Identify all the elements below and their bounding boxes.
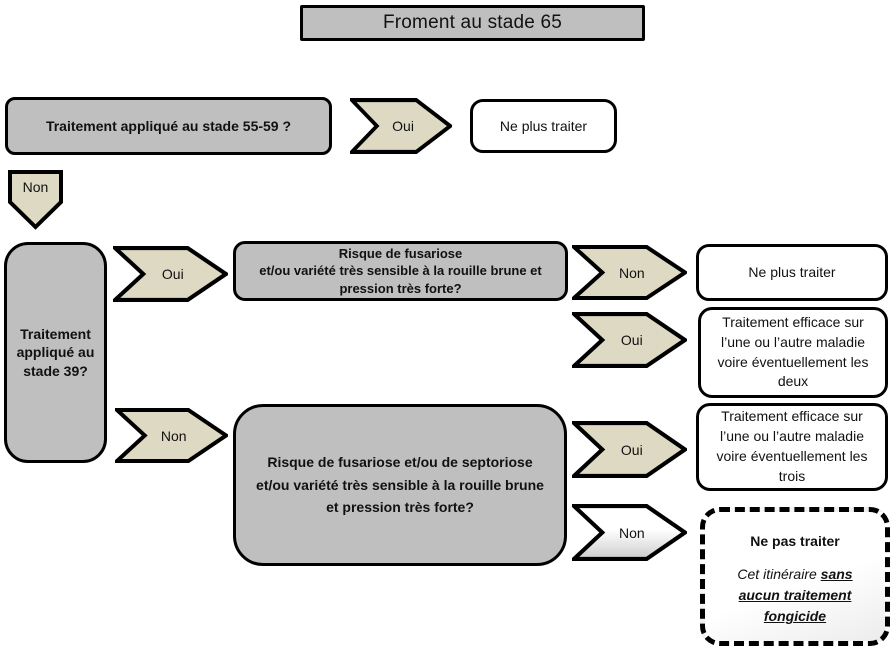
connector-label-non: Non [160, 427, 187, 444]
connector-label-oui: Oui [620, 441, 643, 458]
chevron-right-icon [572, 421, 687, 478]
result-ne-plus-traiter-1: Ne plus traiter [470, 99, 617, 153]
chevron-right-icon [572, 245, 687, 300]
result-ne-plus-traiter-2: Ne plus traiter [696, 244, 888, 301]
connector-oui-r1: Oui [572, 312, 687, 368]
connector-non-down: Non [8, 170, 63, 230]
connector-label-non: Non [22, 179, 49, 195]
chevron-right-icon [350, 98, 452, 154]
question-risque-fusariose: Risque de fusariose et/ou variété très s… [233, 241, 568, 301]
note-prefix: Cet itinéraire [737, 566, 821, 583]
ne-pas-traiter-note: Cet itinéraire sans aucun traitement fon… [705, 564, 885, 627]
result-traitement-efficace-deux: Traitement efficace sur l’une ou l’autre… [698, 307, 888, 398]
connector-non-r1: Non [572, 245, 687, 300]
ne-pas-traiter-title: Ne pas traiter [750, 533, 840, 549]
connector-oui-1: Oui [350, 98, 452, 154]
connector-label-non: Non [618, 264, 645, 281]
chevron-right-icon [115, 408, 228, 463]
arrow-down-icon [8, 170, 63, 230]
result-traitement-efficace-trois: Traitement efficace sur l’une ou l’autre… [696, 403, 888, 491]
chevron-right-icon [572, 504, 687, 561]
connector-oui-r2: Oui [572, 421, 687, 478]
result-ne-pas-traiter: Ne pas traiter Cet itinéraire sans aucun… [700, 507, 890, 646]
connector-oui-2: Oui [113, 246, 228, 302]
question-traitement-stade-39: Traitement appliqué au stade 39? [4, 242, 107, 463]
question-risque-fusariose-septoriose: Risque de fusariose et/ou de septoriose … [233, 404, 567, 566]
connector-label-non: Non [618, 524, 645, 541]
connector-non-2: Non [115, 408, 228, 463]
connector-label-oui: Oui [392, 118, 414, 134]
question-traitement-stade-55-59: Traitement appliqué au stade 55-59 ? [5, 97, 332, 155]
connector-label-oui: Oui [620, 332, 643, 348]
connector-non-r2: Non [572, 504, 687, 561]
connector-label-oui: Oui [161, 266, 184, 282]
chevron-right-icon [572, 312, 687, 368]
page-title: Froment au stade 65 [300, 5, 645, 41]
note-emphasis: sans aucun traitement fongicide [738, 566, 853, 625]
chevron-right-icon [113, 246, 228, 302]
